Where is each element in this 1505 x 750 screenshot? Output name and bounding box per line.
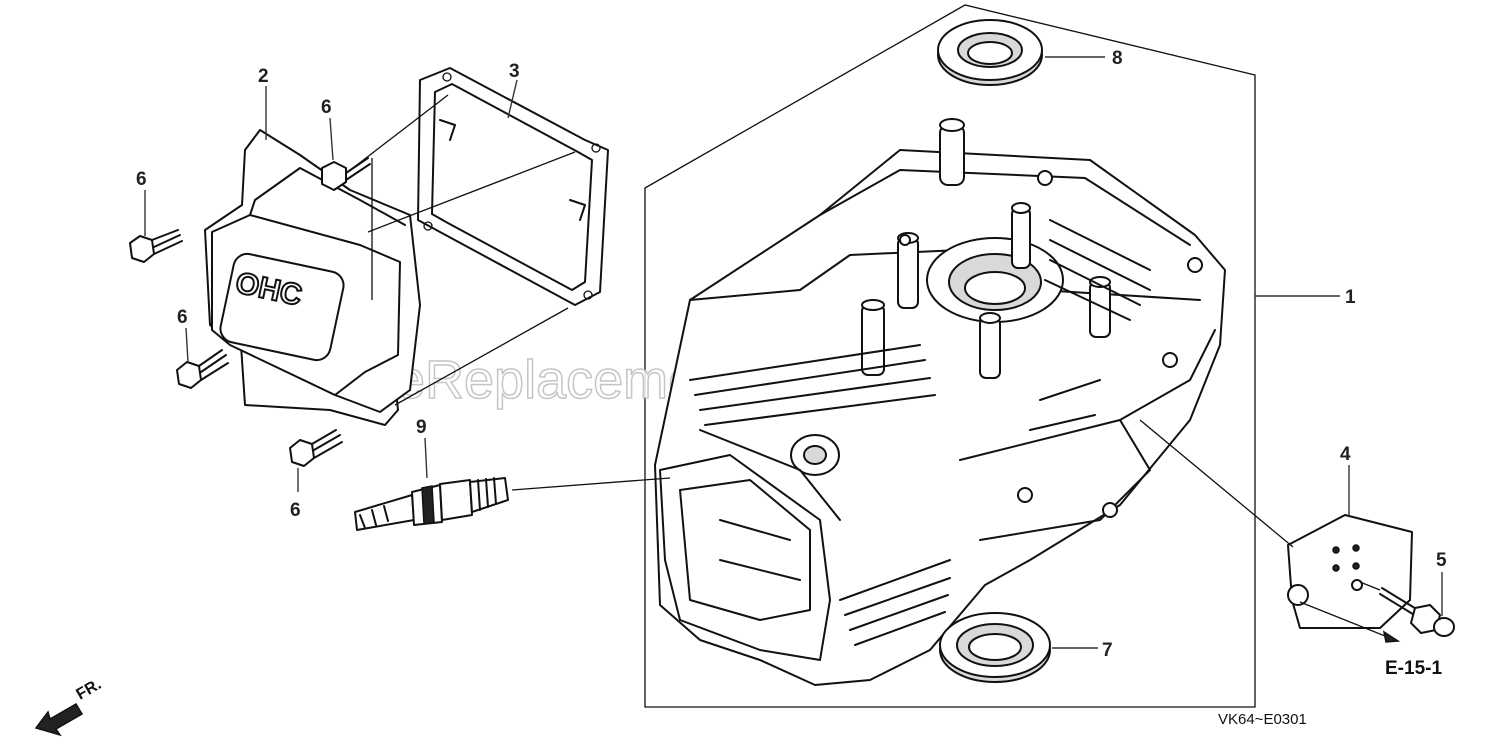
leader-9	[424, 437, 428, 479]
part-6-bolt-c[interactable]	[176, 349, 229, 389]
callout-6b[interactable]: 6	[321, 97, 332, 118]
callout-4[interactable]: 4	[1340, 444, 1351, 465]
part-7-bearing[interactable]	[939, 612, 1051, 683]
cover-to-gasket-guide-2	[367, 151, 576, 233]
plug-guide-line	[511, 477, 671, 491]
bolt-5-guide	[1359, 581, 1381, 591]
callout-8[interactable]: 8	[1112, 48, 1123, 69]
plate-reference-arrowhead	[1382, 630, 1401, 643]
drawing-code: VK64~E0301	[1218, 711, 1307, 728]
front-label: FR.	[74, 676, 105, 704]
callout-1[interactable]: 1	[1345, 287, 1356, 308]
part-6-bolt-d[interactable]	[289, 429, 343, 467]
part-2-head-cover[interactable]: OHC	[204, 129, 421, 426]
part-8-oil-seal[interactable]	[937, 19, 1043, 86]
part-3-gasket[interactable]	[417, 67, 609, 306]
callout-6a[interactable]: 6	[136, 169, 147, 190]
reference-label[interactable]: E-15-1	[1385, 658, 1442, 679]
front-arrow-icon	[34, 702, 84, 737]
callout-6c[interactable]: 6	[177, 307, 188, 328]
part-6-bolt-a[interactable]	[129, 229, 183, 263]
part-5-bolt[interactable]	[1379, 587, 1455, 637]
plate-to-block-guide	[1139, 419, 1294, 548]
leader-6b	[329, 117, 334, 161]
callout-9[interactable]: 9	[416, 417, 427, 438]
callout-6d[interactable]: 6	[290, 500, 301, 521]
callout-7[interactable]: 7	[1102, 640, 1113, 661]
part-4-plate[interactable]	[1287, 514, 1413, 629]
callout-2[interactable]: 2	[258, 66, 269, 87]
part-1-cylinder-block[interactable]	[654, 118, 1226, 686]
assembly-boundary	[644, 4, 1256, 708]
part-9-spark-plug[interactable]	[354, 477, 509, 531]
leader-6c	[185, 327, 189, 363]
leader-3	[507, 79, 518, 119]
cover-to-block-guide	[394, 307, 569, 406]
callout-5[interactable]: 5	[1436, 550, 1447, 571]
part-6-bolt-b[interactable]	[321, 157, 371, 191]
plate-reference-arrow	[1299, 601, 1391, 639]
front-direction-arrow: FR.	[34, 676, 105, 737]
callout-3[interactable]: 3	[509, 61, 520, 82]
